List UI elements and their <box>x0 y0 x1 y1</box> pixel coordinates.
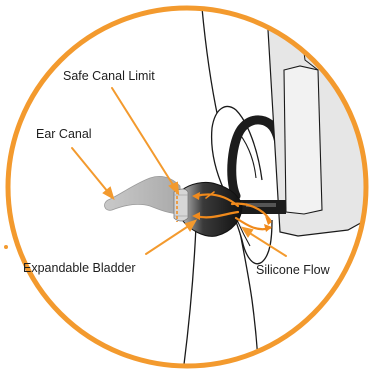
leader-ear-canal <box>72 148 108 192</box>
device-housing-inner <box>284 66 322 214</box>
label-ear-canal: Ear Canal <box>36 127 92 141</box>
label-safe-canal-limit: Safe Canal Limit <box>63 69 155 83</box>
label-silicone-flow: Silicone Flow <box>256 263 331 277</box>
leader-expandable-bladder <box>146 225 190 254</box>
neck-outline <box>182 226 196 372</box>
leader-safe-canal-limit <box>112 88 175 188</box>
illustration <box>105 8 373 372</box>
ring-dot <box>4 245 8 249</box>
label-expandable-bladder: Expandable Bladder <box>23 261 136 275</box>
